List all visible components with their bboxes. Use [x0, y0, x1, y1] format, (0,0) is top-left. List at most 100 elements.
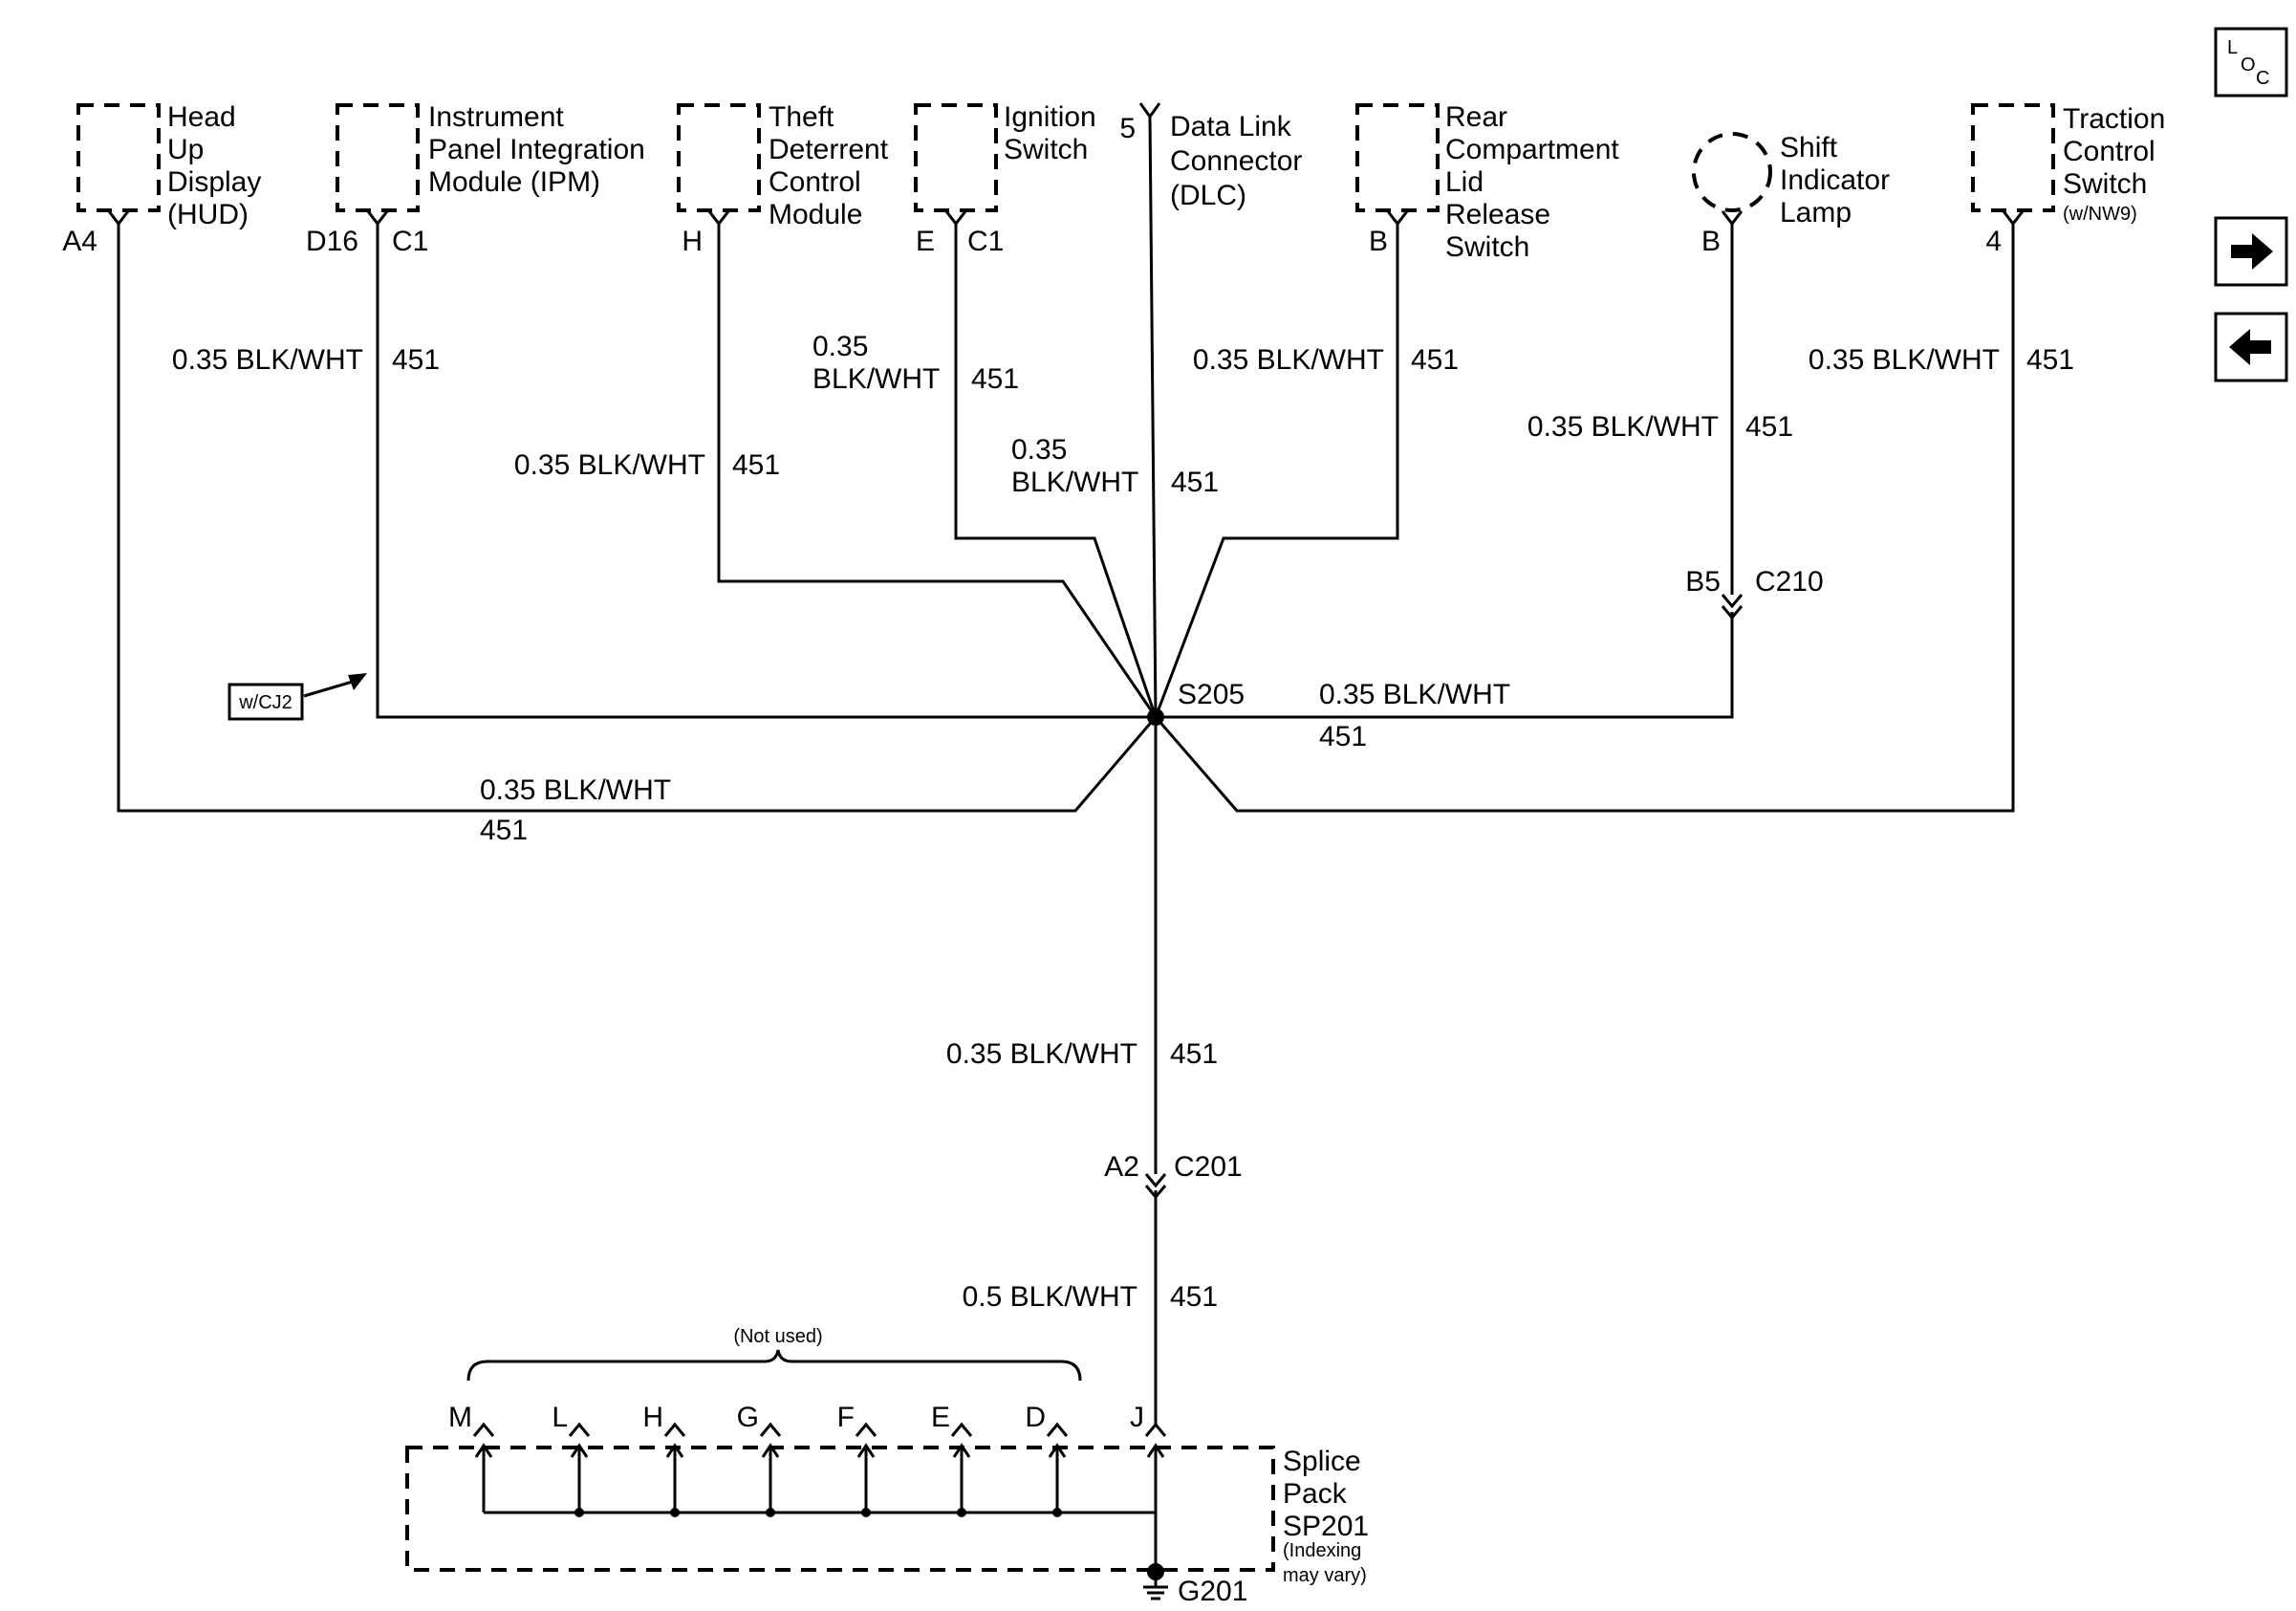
pack-pin-label: J [1130, 1402, 1144, 1433]
pack-pin-label: H [642, 1402, 663, 1433]
wires [117, 116, 2015, 1426]
circuit-label-hud-run: 451 [480, 815, 528, 846]
loc-icon-c: C [2256, 68, 2269, 89]
not-used-label: (Not used) [733, 1326, 822, 1347]
option-tag-arrow [303, 679, 357, 698]
splice-pack-label: Splice Pack SP201 [1283, 1446, 1369, 1542]
option-tag-label: w/CJ2 [238, 692, 292, 713]
previous-page-arrow-icon[interactable] [2214, 312, 2288, 382]
ipm-box [336, 103, 420, 212]
shift-lamp-label: Shift Indicator Lamp [1780, 132, 1897, 229]
pack-pin-arrow [1146, 1443, 1165, 1513]
option-tag-arrowhead [348, 673, 367, 690]
loc-icon-l: L [2227, 37, 2238, 58]
ignition-switch-label: Ignition Switch [1004, 101, 1104, 165]
theft-module-box [677, 103, 761, 212]
pack-pin-m: M [448, 1402, 495, 1513]
pack-pin-f: F [837, 1402, 877, 1517]
wire-label-trunk: 0.35 BLK/WHT [946, 1038, 1137, 1070]
wire-label-traction: 0.35 BLK/WHT [1809, 344, 2000, 376]
option-tag-box [227, 683, 304, 721]
dlc-pin: 5 [1119, 113, 1136, 144]
pack-pin-arrow [761, 1443, 780, 1513]
wire-label-hud-run: 0.35 BLK/WHT [480, 774, 671, 806]
traction-switch-pin: 4 [1985, 226, 2002, 257]
theft-module-label: Theft Deterrent Control Module [769, 101, 896, 230]
splice-pack-note: (Indexing may vary) [1283, 1540, 1367, 1586]
not-used-bracket [466, 1349, 1082, 1382]
loc-icon-o: O [2241, 54, 2256, 76]
pack-pin-label: D [1025, 1402, 1046, 1433]
splice-pack-box [405, 1446, 1275, 1572]
circuit-label-ipm: 451 [392, 344, 440, 376]
circuit-label-ignition: 451 [971, 363, 1019, 395]
pack-pin-label: E [931, 1402, 950, 1433]
ignition-switch-pin: E [916, 226, 935, 257]
hud-box [76, 103, 161, 212]
circuit-label-rear-lid: 451 [1411, 344, 1459, 376]
wire-label-ground-lead: 0.5 BLK/WHT [963, 1281, 1137, 1313]
pack-pin-terminal [472, 1422, 495, 1437]
pack-pin-d: D [1025, 1402, 1069, 1517]
pack-pin-terminal [855, 1422, 877, 1437]
theft-module-pin: H [682, 226, 703, 257]
ipm-connector: C1 [392, 226, 428, 257]
shift-lamp-circle [1692, 132, 1772, 212]
circuit-label-traction: 451 [2026, 344, 2074, 376]
ground-point-dot [1147, 1563, 1164, 1580]
hud-pin: A4 [62, 226, 97, 257]
ground-label: G201 [1178, 1576, 1247, 1607]
pack-pin-terminal [759, 1422, 782, 1437]
pack-pin-terminal [663, 1422, 686, 1437]
ipm-label: Instrument Panel Integration Module (IPM… [428, 101, 653, 198]
pack-pin-terminal [950, 1422, 973, 1437]
circuit-label-theft: 451 [732, 449, 780, 481]
ipm-pin: D16 [306, 226, 358, 257]
pack-pin-h: H [642, 1402, 686, 1517]
pack-pin-label: L [552, 1402, 568, 1433]
circuit-label-trunk: 451 [1170, 1038, 1218, 1070]
circuit-label-ground-lead: 451 [1170, 1281, 1218, 1313]
rear-lid-switch-label: Rear Compartment Lid Release Switch [1445, 101, 1627, 263]
circuit-label-shift-run: 451 [1319, 721, 1367, 752]
ignition-switch-connector: C1 [967, 226, 1004, 257]
pack-pin-label: G [737, 1402, 759, 1433]
pack-pin-terminal [1144, 1422, 1167, 1437]
pack-pin-arrow [665, 1443, 684, 1513]
hud-label: Head Up Display (HUD) [167, 101, 270, 230]
splice-s205-label: S205 [1178, 679, 1245, 710]
pack-pin-terminal [1046, 1422, 1069, 1437]
pack-pin-label: F [837, 1402, 855, 1433]
traction-option-note: (w/NW9) [2063, 204, 2137, 225]
pack-pin-g: G [737, 1402, 782, 1517]
pack-pin-arrow [474, 1443, 493, 1513]
circuit-label-shift-lamp: 451 [1745, 411, 1793, 443]
rear-lid-switch-pin: B [1369, 226, 1388, 257]
ignition-switch-box [914, 103, 998, 212]
c201-pin: A2 [1104, 1151, 1139, 1183]
pack-pin-terminal [568, 1422, 591, 1437]
pack-pin-arrow [1048, 1443, 1067, 1513]
c210-label: C210 [1755, 566, 1824, 598]
wire-label-theft: 0.35 BLK/WHT [514, 449, 705, 481]
dlc-label: Data Link Connector (DLC) [1170, 111, 1310, 211]
pack-pin-arrow [570, 1443, 589, 1513]
c201-label: C201 [1174, 1151, 1243, 1183]
wire-label-rear-lid: 0.35 BLK/WHT [1193, 344, 1384, 376]
loc-icon[interactable]: L O C [2214, 27, 2288, 98]
rear-lid-switch-box [1355, 103, 1440, 212]
traction-switch-box [1971, 103, 2055, 212]
next-page-arrow-icon[interactable] [2214, 216, 2288, 287]
wire-label-dlc: 0.35 BLK/WHT [1011, 434, 1138, 498]
wire-label-ignition: 0.35 BLK/WHT [812, 331, 940, 395]
circuit-label-dlc: 451 [1171, 467, 1219, 498]
pack-pin-arrow [856, 1443, 876, 1513]
traction-switch-label: Traction Control Switch [2063, 103, 2174, 200]
pack-pin-e: E [931, 1402, 973, 1517]
inline-connector-symbols [1144, 594, 1744, 1200]
pack-pin-arrow [952, 1443, 971, 1513]
wire-label-shift-run: 0.35 BLK/WHT [1319, 679, 1510, 710]
wire-label-shift-lamp: 0.35 BLK/WHT [1527, 411, 1719, 443]
